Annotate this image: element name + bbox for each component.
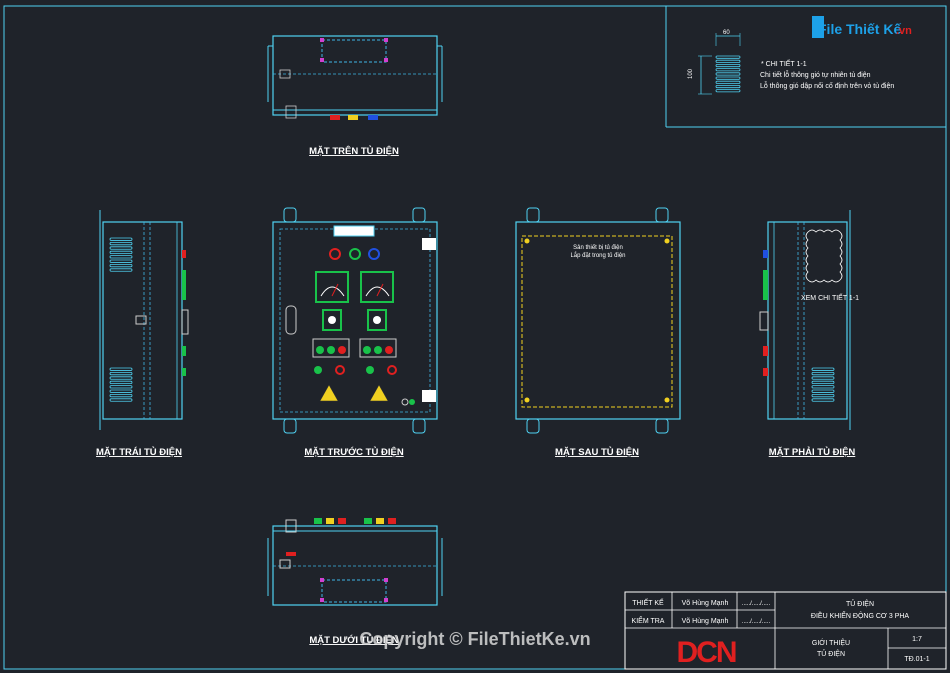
back-note-2: Lắp đặt trong tủ điện — [570, 252, 625, 259]
detail-title: * CHI TIẾT 1-1 — [761, 58, 807, 68]
vent-slot — [109, 263, 133, 268]
vent-slot — [811, 376, 835, 380]
designer-label: THIẾT KẾ — [632, 597, 664, 607]
back-view: Sản thiết bị tủ điện Lắp đặt trong tủ đi… — [515, 207, 681, 434]
vent-slot — [109, 398, 133, 402]
left-view — [99, 210, 189, 430]
vent-slot — [109, 389, 133, 393]
logo-suffix: .vn — [896, 25, 912, 37]
vent-slot — [109, 385, 133, 389]
vent-slot — [109, 376, 133, 380]
project-line-1: TỦ ĐIỆN — [846, 599, 874, 608]
vent-slot — [715, 76, 741, 80]
vent-slot — [109, 250, 133, 255]
vent-slot — [109, 371, 133, 376]
vent-slot — [715, 72, 741, 76]
front-view — [272, 207, 438, 434]
vent-slot — [109, 259, 133, 263]
detail-line-2: Lỗ thông gió dập nổi cố định trên vỏ tủ … — [760, 81, 894, 90]
vent-slot — [811, 371, 835, 376]
company-logo: DCN — [677, 636, 736, 669]
vent-slot — [109, 246, 133, 250]
vent-slot — [715, 85, 741, 89]
sheet-line-1: GIỚI THIỆU — [812, 638, 850, 647]
vent-slot — [109, 237, 133, 241]
drawing-frame — [3, 5, 947, 670]
vent-slot — [715, 89, 741, 93]
scale-value: 1:7 — [912, 636, 922, 643]
view-label-right: MẶT PHẢI TỦ ĐIỆN — [769, 446, 856, 458]
checker-name: Võ Hùng Mạnh — [682, 618, 729, 625]
right-view: XEM CHI TIẾT 1-1 — [759, 210, 859, 430]
view-label-front: MẶT TRƯỚC TỦ ĐIỆN — [304, 446, 404, 458]
vent-slots — [715, 55, 741, 93]
view-label-back: MẶT SAU TỦ ĐIỆN — [555, 446, 639, 458]
filethietke-logo: File Thiết Kế .vn — [812, 16, 912, 38]
vent-slot — [109, 380, 133, 385]
bottom-view — [267, 518, 443, 606]
vent-slot — [715, 59, 741, 63]
view-label-top: MẶT TRÊN TỦ ĐIỆN — [309, 145, 399, 157]
vent-slot — [811, 398, 835, 402]
vent-slot — [109, 268, 133, 272]
vent-slot — [811, 367, 835, 371]
vent-slot — [715, 68, 741, 72]
vent-slot — [811, 389, 835, 393]
top-view — [267, 35, 443, 120]
vent-slots-right-bottom — [811, 367, 835, 402]
view-label-bottom: MẶT DƯỚI TỦ ĐIỆN — [309, 634, 398, 646]
dim-width: 60 — [723, 30, 730, 36]
logo-text: File Thiết Kế — [818, 21, 901, 37]
checker-label: KIỂM TRA — [632, 616, 665, 625]
designer-date: ...../...../..... — [742, 601, 771, 607]
vent-slot — [109, 255, 133, 259]
vent-slot — [811, 380, 835, 385]
back-note-1: Sản thiết bị tủ điện — [573, 244, 623, 251]
copyright-watermark: Copyright © FileThietKe.vn — [359, 629, 590, 649]
vent-slots-left-top — [109, 237, 133, 272]
vent-slot — [715, 55, 741, 59]
vent-detail-drawing: 60 100 — [688, 30, 741, 95]
vent-slot — [811, 385, 835, 389]
vent-slot — [811, 393, 835, 398]
checker-date: ...../...../..... — [742, 619, 771, 625]
view-label-left: MẶT TRÁI TỦ ĐIỆN — [96, 446, 182, 458]
right-note: XEM CHI TIẾT 1-1 — [801, 292, 859, 302]
project-line-2: ĐIỀU KHIỂN ĐỘNG CƠ 3 PHA — [811, 610, 910, 620]
dim-height: 100 — [688, 68, 694, 79]
drawing-number: TĐ.01-1 — [904, 656, 929, 663]
vent-slot — [715, 64, 741, 68]
sheet-line-2: TỦ ĐIỆN — [817, 649, 845, 658]
detail-line-1: Chi tiết lỗ thông gió tự nhiên tủ điện — [760, 70, 871, 79]
vent-slots-left-bottom — [109, 367, 133, 402]
detail-box: File Thiết Kế .vn 60 100 * CHI TIẾT 1-1 … — [665, 6, 946, 128]
title-block: THIẾT KẾ Võ Hùng Mạnh ...../...../..... … — [624, 591, 947, 670]
designer-name: Võ Hùng Mạnh — [682, 600, 729, 607]
vent-slot — [109, 393, 133, 398]
vent-slot — [109, 367, 133, 371]
vent-slot — [715, 80, 741, 84]
vent-slot — [109, 241, 133, 246]
